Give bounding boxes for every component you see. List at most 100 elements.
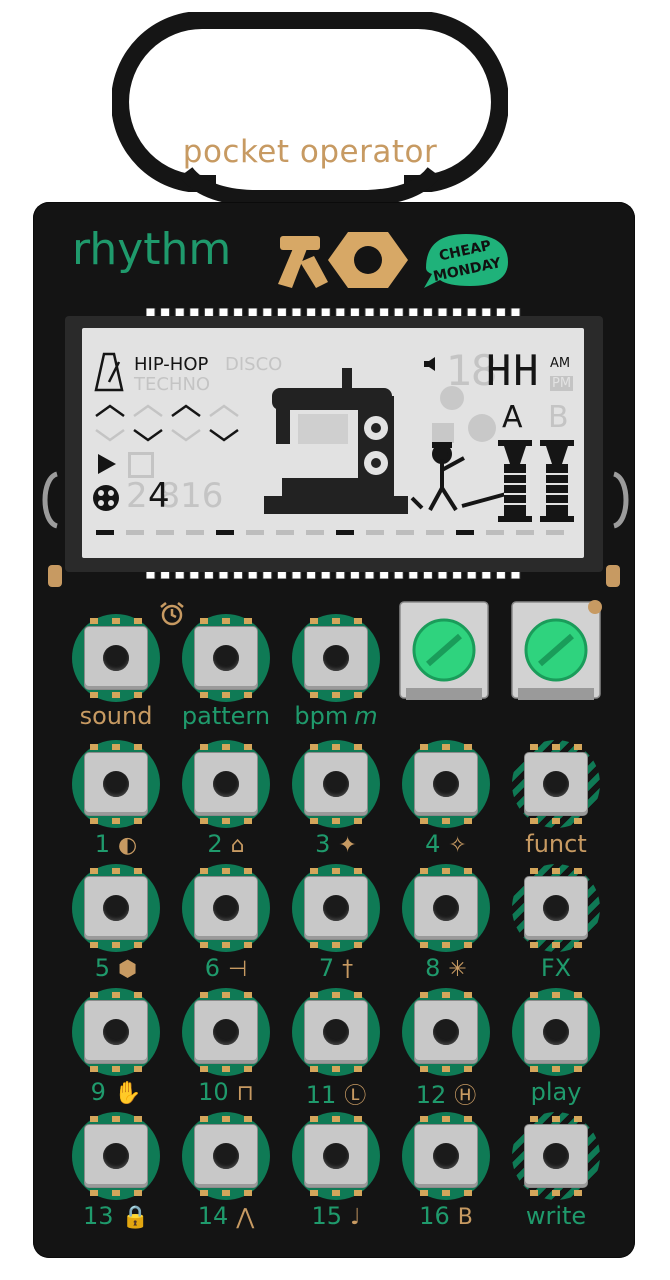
label-bpm-text: bpm xyxy=(294,702,349,730)
step-button-8[interactable] xyxy=(402,864,490,952)
button-cap xyxy=(415,1125,477,1187)
button-contact xyxy=(112,818,120,824)
button-contact xyxy=(464,818,472,824)
button-glyph-icon: † xyxy=(342,957,354,982)
button-cap xyxy=(195,877,257,939)
button-cap xyxy=(85,627,147,689)
button-contact xyxy=(112,744,120,750)
button-contact xyxy=(574,868,582,874)
label-14-text: 14 xyxy=(197,1202,229,1230)
button-play[interactable] xyxy=(512,988,600,1076)
step-dash xyxy=(96,530,114,535)
step-dash xyxy=(546,530,564,535)
button-funct[interactable] xyxy=(512,740,600,828)
lcd-pin xyxy=(364,565,375,579)
label-sound: sound xyxy=(56,702,176,730)
step-button-3[interactable] xyxy=(292,740,380,828)
top-button-sound[interactable] xyxy=(72,614,160,702)
button-contact xyxy=(442,744,450,750)
label-5-text: 5 xyxy=(94,954,111,982)
lcd-pin xyxy=(146,565,156,579)
step-button-7[interactable] xyxy=(292,864,380,952)
step-button-9[interactable] xyxy=(72,988,160,1076)
button-dot xyxy=(213,771,239,797)
knob-a[interactable] xyxy=(398,598,490,708)
step-button-4[interactable] xyxy=(402,740,490,828)
step-dash xyxy=(336,530,354,535)
step-dash xyxy=(246,530,264,535)
button-contact xyxy=(200,744,208,750)
button-contact xyxy=(530,992,538,998)
step-button-1[interactable] xyxy=(72,740,160,828)
button-contact xyxy=(574,942,582,948)
button-dot xyxy=(103,771,129,797)
mode-b: B xyxy=(548,400,569,435)
label-3-text: 3 xyxy=(315,830,331,858)
label-1-text: 1 xyxy=(94,830,111,858)
button-write[interactable] xyxy=(512,1112,600,1200)
label-9: 9✋ xyxy=(56,1078,176,1106)
te-logo-icon xyxy=(278,232,408,288)
genre-ghost-disco: DISCO xyxy=(225,354,283,375)
speaker-icon xyxy=(424,357,435,371)
button-contact xyxy=(420,1190,428,1196)
button-glyph-icon: ✳ xyxy=(448,957,467,982)
button-contact xyxy=(530,942,538,948)
button-glyph-icon: ✧ xyxy=(448,833,467,858)
button-contact xyxy=(134,1190,142,1196)
lcd-pin xyxy=(379,308,390,322)
button-dot xyxy=(323,1019,349,1045)
button-dot xyxy=(323,771,349,797)
step-button-2[interactable] xyxy=(182,740,270,828)
button-contact xyxy=(354,1066,362,1072)
knob-b[interactable] xyxy=(510,598,602,708)
step-button-13[interactable] xyxy=(72,1112,160,1200)
button-contact xyxy=(134,618,142,624)
top-button-pattern[interactable] xyxy=(182,614,270,702)
button-contact xyxy=(244,1066,252,1072)
label-6: 6⊣ xyxy=(166,954,286,982)
operator-figure-icon xyxy=(410,386,507,512)
button-contact xyxy=(464,1066,472,1072)
button-dot xyxy=(213,1019,239,1045)
label-funct: funct xyxy=(496,830,616,858)
lcd-pin xyxy=(276,308,287,322)
step-button-11[interactable] xyxy=(292,988,380,1076)
button-contact xyxy=(530,1066,538,1072)
button-dot xyxy=(543,1019,569,1045)
step-button-12[interactable] xyxy=(402,988,490,1076)
button-contact xyxy=(332,818,340,824)
label-FX: FX xyxy=(496,954,616,982)
lcd-pin xyxy=(481,565,492,579)
button-contact xyxy=(354,992,362,998)
step-button-5[interactable] xyxy=(72,864,160,952)
button-cap xyxy=(525,753,587,815)
button-contact xyxy=(332,868,340,874)
button-cap xyxy=(415,1001,477,1063)
am-indicator: AM xyxy=(550,356,571,371)
top-button-bpm[interactable] xyxy=(292,614,380,702)
button-contact xyxy=(200,1116,208,1122)
button-contact xyxy=(574,1066,582,1072)
metronome-icon xyxy=(94,352,124,392)
label-funct-text: funct xyxy=(525,830,587,858)
step-button-15[interactable] xyxy=(292,1112,380,1200)
button-FX[interactable] xyxy=(512,864,600,952)
lcd-pin xyxy=(379,565,390,579)
right-tab xyxy=(606,565,620,587)
button-contact xyxy=(464,942,472,948)
lcd-pin xyxy=(349,308,360,322)
mode-a: A xyxy=(502,400,523,435)
lcd-pin xyxy=(218,308,229,322)
step-button-10[interactable] xyxy=(182,988,270,1076)
button-dot xyxy=(103,895,129,921)
step-button-6[interactable] xyxy=(182,864,270,952)
step-button-16[interactable] xyxy=(402,1112,490,1200)
button-contact xyxy=(442,1066,450,1072)
step-button-14[interactable] xyxy=(182,1112,270,1200)
button-contact xyxy=(244,692,252,698)
hanger-neck xyxy=(179,166,441,206)
button-contact xyxy=(354,744,362,750)
